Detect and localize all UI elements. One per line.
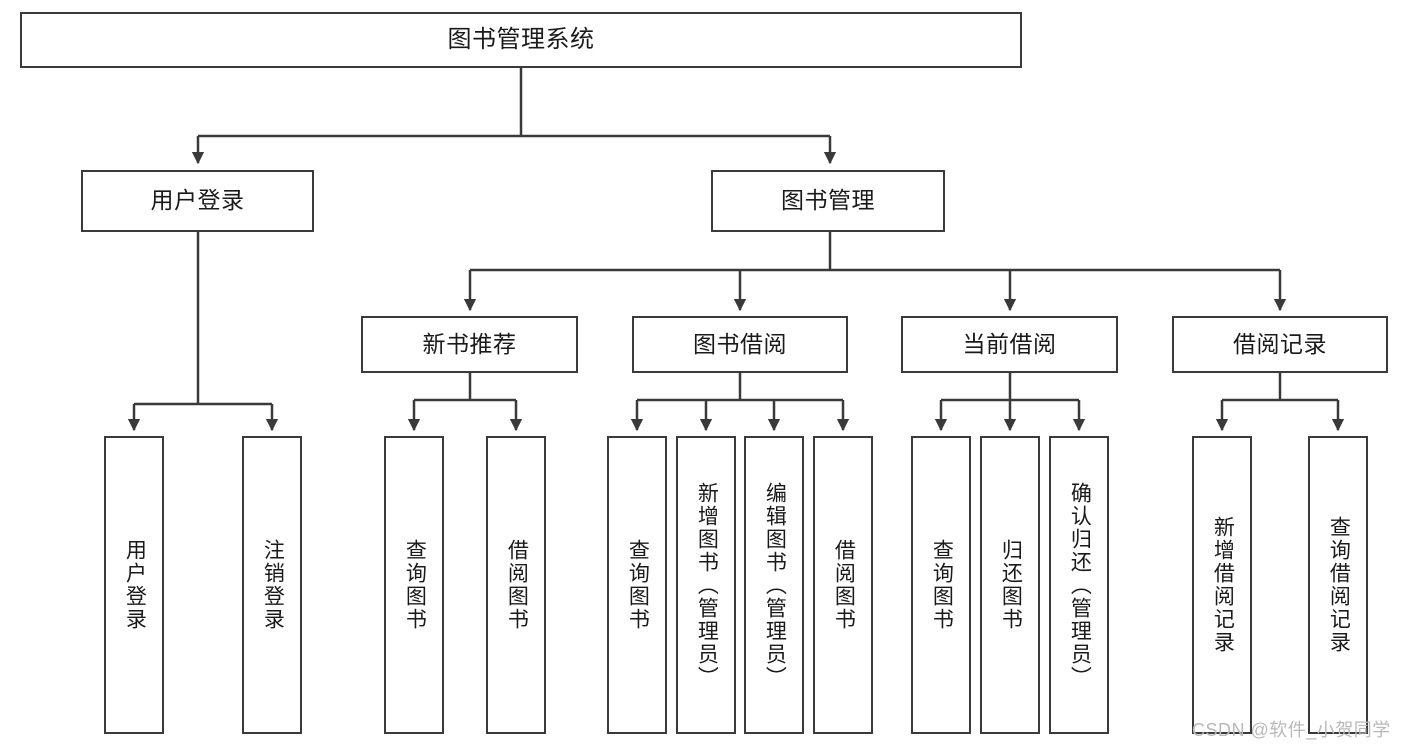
leaf-current-return-book[interactable]: 归还图书 [980, 436, 1040, 734]
leaf-borrow-add-book-admin[interactable]: 新增图书（管理员） [676, 436, 736, 734]
leaf-label: 查询图书 [930, 539, 954, 631]
leaf-borrow-edit-book-admin[interactable]: 编辑图书（管理员） [744, 436, 804, 734]
leaf-new-book-borrow[interactable]: 借阅图书 [486, 436, 546, 734]
node-book-management-label: 图书管理 [781, 187, 875, 214]
node-new-book-recommend-label: 新书推荐 [422, 330, 517, 357]
leaf-label: 查询借阅记录 [1327, 516, 1351, 654]
leaf-label: 借阅图书 [832, 539, 856, 631]
node-borrow-record-label: 借阅记录 [1233, 330, 1327, 357]
leaf-current-confirm-return-admin[interactable]: 确认归还（管理员） [1049, 436, 1109, 734]
leaf-record-add[interactable]: 新增借阅记录 [1192, 436, 1252, 734]
node-root-label: 图书管理系统 [447, 25, 595, 53]
leaf-borrow-query-book[interactable]: 查询图书 [607, 436, 667, 734]
leaf-label: 借阅图书 [505, 539, 529, 631]
leaf-label: 查询图书 [626, 539, 650, 631]
leaf-label: 编辑图书（管理员） [763, 481, 787, 689]
node-user-login-label: 用户登录 [150, 187, 245, 214]
leaf-label: 新增借阅记录 [1211, 516, 1235, 654]
leaf-record-query[interactable]: 查询借阅记录 [1308, 436, 1368, 734]
leaf-label: 归还图书 [999, 539, 1023, 631]
leaf-label: 查询图书 [403, 539, 427, 631]
leaf-current-query-book[interactable]: 查询图书 [911, 436, 971, 734]
node-user-login[interactable]: 用户登录 [81, 170, 314, 232]
node-current-borrow[interactable]: 当前借阅 [901, 316, 1118, 373]
leaf-label: 确认归还（管理员） [1068, 481, 1092, 689]
leaf-label: 用户登录 [123, 539, 147, 631]
node-book-borrow[interactable]: 图书借阅 [632, 316, 848, 373]
node-new-book-recommend[interactable]: 新书推荐 [361, 316, 578, 373]
leaf-borrow-borrow-book[interactable]: 借阅图书 [813, 436, 873, 734]
leaf-user-login-signin[interactable]: 用户登录 [104, 436, 164, 734]
leaf-new-book-query[interactable]: 查询图书 [384, 436, 444, 734]
leaf-user-login-signout[interactable]: 注销登录 [242, 436, 302, 734]
leaf-label: 新增图书（管理员） [695, 481, 719, 689]
watermark-text: CSDN @软件_小贺同学 [1192, 720, 1391, 740]
node-borrow-record[interactable]: 借阅记录 [1172, 316, 1388, 373]
node-book-borrow-label: 图书借阅 [693, 330, 787, 357]
node-book-management[interactable]: 图书管理 [711, 170, 945, 232]
leaf-label: 注销登录 [261, 539, 285, 631]
node-current-borrow-label: 当前借阅 [962, 330, 1057, 357]
node-root[interactable]: 图书管理系统 [20, 12, 1022, 68]
